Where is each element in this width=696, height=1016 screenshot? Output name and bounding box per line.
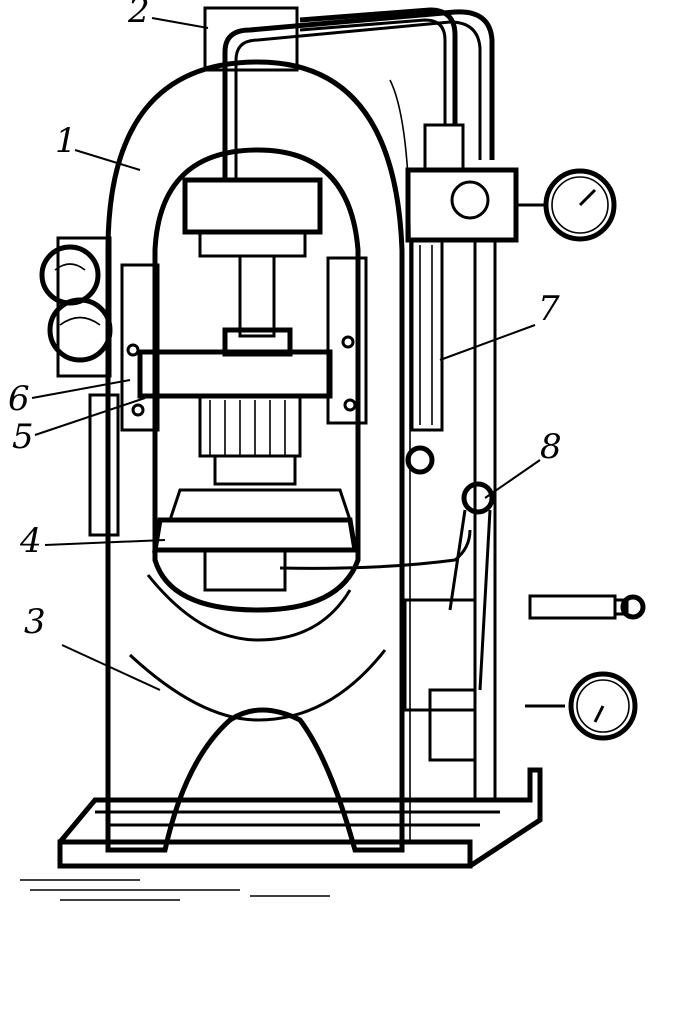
callout-8: 8 [540,427,562,467]
right-gauge-upper [516,168,617,242]
callout-1: 1 [55,121,77,161]
callout-3: 3 [24,602,46,642]
hand-pump-handle [528,594,646,620]
press-table [152,517,358,592]
base-plate [20,767,543,901]
callout-5: 5 [12,417,34,457]
callout-7: 7 [538,289,560,329]
cylinder-ram [137,177,353,522]
right-gauge-lower [525,671,638,741]
callout-6: 6 [8,379,30,419]
control-column [279,123,519,802]
press-frame [105,59,411,853]
side-plates [120,256,368,432]
leader-lines [31,17,541,691]
callout-2: 2 [127,0,150,31]
left-gauge-panel [39,236,120,537]
callout-4: 4 [19,521,42,561]
top-pipe [203,6,495,180]
